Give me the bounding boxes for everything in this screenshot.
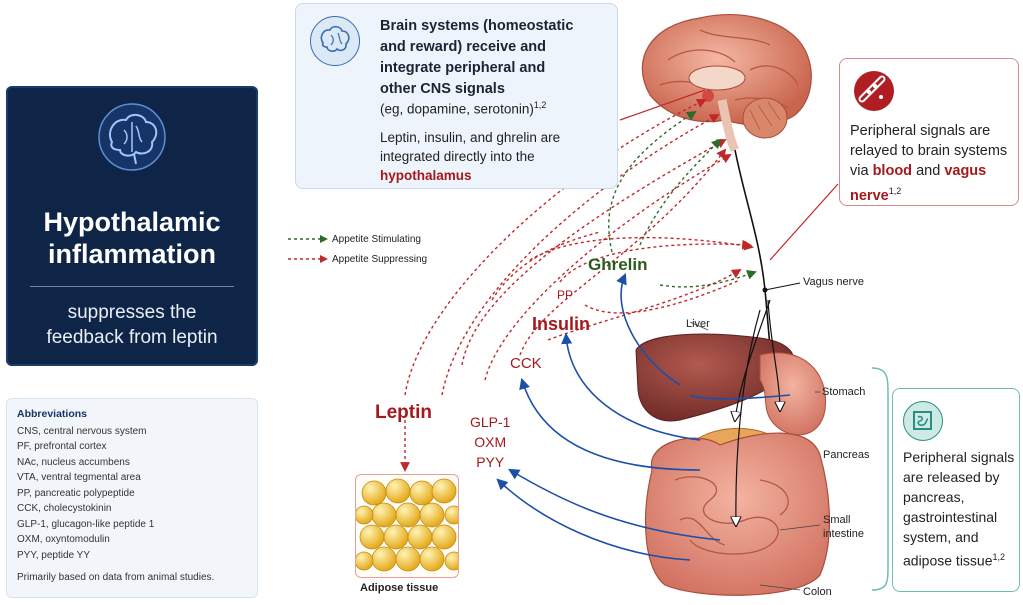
- panel-subtitle-line: feedback from leptin: [6, 325, 258, 350]
- small-intestine-line: Small: [823, 513, 864, 527]
- leptin-label: Leptin: [375, 402, 432, 424]
- small-intestine-label: Small intestine: [823, 513, 864, 541]
- abbreviation-item: PP, pancreatic polypeptide: [17, 486, 247, 502]
- abbreviations-title: Abbreviations: [17, 407, 247, 423]
- pp-label: PP: [557, 288, 573, 302]
- pancreas-label: Pancreas: [823, 449, 869, 461]
- brain-systems-heading: Brain systems (homeostatic and reward) r…: [380, 16, 612, 100]
- heading-line: and reward) receive and: [380, 37, 612, 58]
- brain-systems-box: Brain systems (homeostatic and reward) r…: [295, 3, 618, 189]
- and-text: and: [916, 163, 940, 179]
- gut-peptides-label: GLP-1 OXM PYY: [470, 412, 510, 472]
- panel-divider: [30, 286, 234, 287]
- example-text: (eg, dopamine, serotonin): [380, 102, 534, 117]
- abbreviations-box: Abbreviations CNS, central nervous syste…: [6, 398, 258, 598]
- legend-label: Appetite Stimulating: [332, 234, 421, 245]
- blood-vessel-icon: [854, 71, 894, 111]
- brain-outline-icon: [310, 16, 360, 66]
- insulin-label: Insulin: [532, 314, 590, 335]
- brain-illustration: [642, 15, 811, 150]
- reference-superscript: 1,2: [993, 552, 1006, 562]
- blood-vagus-text: Peripheral signals are relayed to brain …: [850, 121, 1015, 206]
- heading-line: Brain systems (homeostatic: [380, 16, 612, 37]
- integration-text: Leptin, insulin, and ghrelin are integra…: [380, 130, 560, 164]
- small-intestine-line: intestine: [823, 527, 864, 541]
- reference-superscript: 1,2: [534, 100, 547, 110]
- ghrelin-label: Ghrelin: [588, 255, 648, 275]
- legend-item-stimulating: Appetite Stimulating: [280, 230, 440, 250]
- hypothalamus-integration-text: Leptin, insulin, and ghrelin are integra…: [380, 128, 610, 185]
- colon-label: Colon: [803, 586, 832, 598]
- liver-label: Liver: [686, 318, 710, 330]
- panel-title-line: inflammation: [6, 238, 258, 270]
- oxm-label: OXM: [470, 432, 510, 452]
- heading-line: integrate peripheral and: [380, 58, 612, 79]
- panel-subtitle-line: suppresses the: [6, 300, 258, 325]
- adipose-tissue-image: [355, 474, 459, 578]
- abbreviation-item: VTA, ventral tegmental area: [17, 470, 247, 486]
- green-dotted-arrow-icon: [286, 233, 330, 245]
- blood-vagus-box: Peripheral signals are relayed to brain …: [839, 58, 1019, 206]
- abbreviation-item: CCK, cholecystokinin: [17, 501, 247, 517]
- panel-subtitle: suppresses the feedback from leptin: [6, 300, 258, 350]
- legend: Appetite Stimulating Appetite Suppressin…: [280, 230, 440, 270]
- vagus-nerve-label: Vagus nerve: [803, 276, 864, 288]
- peripheral-signals-box: Peripheral signals are released by pancr…: [892, 388, 1020, 592]
- heading-line: other CNS signals: [380, 79, 612, 100]
- abbreviation-item: GLP-1, glucagon-like peptide 1: [17, 517, 247, 533]
- abbreviation-item: PYY, peptide YY: [17, 548, 247, 564]
- intestine-icon: [903, 401, 943, 441]
- peripheral-signals-text: Peripheral signals are released by pancr…: [903, 447, 1019, 571]
- abbreviation-item: CNS, central nervous system: [17, 424, 247, 440]
- adipose-tissue-label: Adipose tissue: [360, 582, 438, 594]
- stomach-label: Stomach: [822, 386, 865, 398]
- blood-highlight: blood: [873, 163, 912, 179]
- panel-title: Hypothalamic inflammation: [6, 206, 258, 270]
- hypothalamus-highlight: hypothalamus: [380, 168, 472, 183]
- brain-systems-example: (eg, dopamine, serotonin)1,2: [380, 100, 546, 117]
- panel-title-line: Hypothalamic: [6, 206, 258, 238]
- abbreviations-footnote: Primarily based on data from animal stud…: [17, 570, 247, 586]
- abbreviation-item: NAc, nucleus accumbens: [17, 455, 247, 471]
- pyy-label: PYY: [470, 452, 510, 472]
- glp1-label: GLP-1: [470, 412, 510, 432]
- cck-label: CCK: [510, 355, 542, 372]
- brain-icon: [92, 102, 172, 172]
- stomach-illustration: [760, 353, 826, 435]
- legend-item-suppressing: Appetite Suppressing: [280, 250, 440, 270]
- red-dotted-arrow-icon: [286, 253, 330, 265]
- legend-label: Appetite Suppressing: [332, 254, 427, 265]
- abbreviation-item: OXM, oxyntomodulin: [17, 532, 247, 548]
- reference-superscript: 1,2: [889, 186, 902, 196]
- release-text: Peripheral signals are released by pancr…: [903, 449, 1014, 569]
- abbreviation-item: PF, prefrontal cortex: [17, 439, 247, 455]
- hypothalamic-inflammation-panel: Hypothalamic inflammation suppresses the…: [6, 86, 258, 366]
